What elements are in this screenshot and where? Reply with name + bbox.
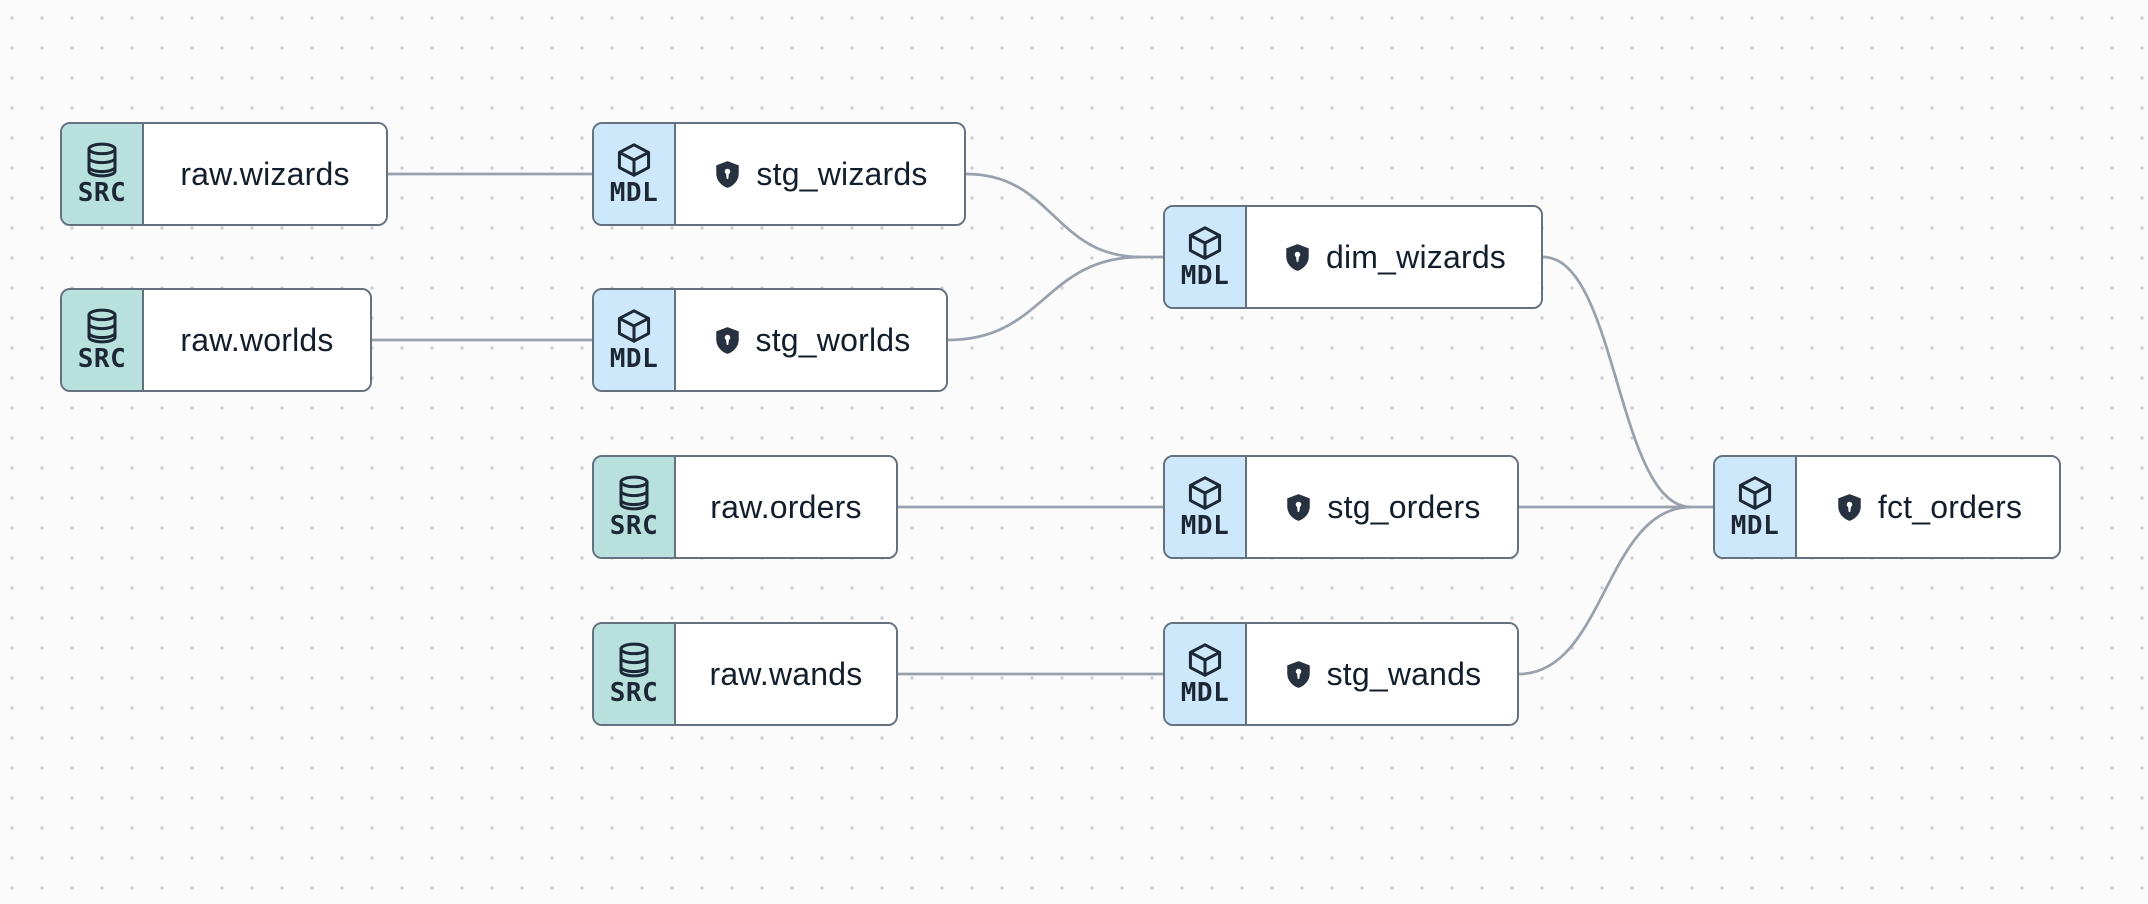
node-label: raw.wands: [709, 655, 863, 692]
node-body: stg_wands: [1247, 624, 1517, 724]
lineage-node-stg-wizards[interactable]: MDL stg_wizards: [592, 122, 966, 226]
lineage-edge: [947, 255, 1142, 342]
node-label: stg_wizards: [756, 155, 928, 192]
cube-icon: [615, 141, 653, 179]
node-type-label: MDL: [609, 177, 659, 208]
shield-lock-icon: [1834, 492, 1865, 523]
database-icon: [83, 307, 121, 345]
database-icon: [615, 641, 653, 679]
node-type-label: MDL: [1180, 677, 1230, 708]
node-type-badge: MDL: [1715, 457, 1797, 557]
node-type-badge: SRC: [594, 624, 676, 724]
lineage-node-dim-wizards[interactable]: MDL dim_wizards: [1163, 205, 1543, 309]
lineage-node-raw-orders[interactable]: SRC raw.orders: [592, 455, 898, 559]
node-body: stg_wizards: [676, 124, 964, 224]
lineage-node-stg-worlds[interactable]: MDL stg_worlds: [592, 288, 948, 392]
node-type-badge: MDL: [1165, 624, 1247, 724]
node-body: stg_orders: [1247, 457, 1517, 557]
node-label: fct_orders: [1877, 488, 2023, 525]
lineage-node-stg-wands[interactable]: MDL stg_wands: [1163, 622, 1519, 726]
shield-lock-icon: [712, 325, 743, 356]
node-body: raw.orders: [676, 457, 896, 557]
database-icon: [615, 474, 653, 512]
lineage-node-raw-worlds[interactable]: SRC raw.worlds: [60, 288, 372, 392]
node-type-label: SRC: [609, 510, 659, 541]
database-icon: [83, 141, 121, 179]
shield-lock-icon: [1282, 242, 1313, 273]
cube-icon: [1736, 474, 1774, 512]
node-label: stg_orders: [1327, 488, 1481, 525]
node-label: stg_wands: [1326, 655, 1482, 692]
lineage-edge: [1542, 255, 1692, 509]
lineage-node-raw-wands[interactable]: SRC raw.wands: [592, 622, 898, 726]
node-type-label: SRC: [77, 343, 127, 374]
node-type-badge: MDL: [1165, 457, 1247, 557]
shield-lock-icon: [1283, 659, 1314, 690]
shield-lock-icon: [1283, 492, 1314, 523]
node-body: fct_orders: [1797, 457, 2059, 557]
cube-icon: [1186, 474, 1224, 512]
lineage-edge: [1518, 505, 1692, 676]
lineage-node-raw-wizards[interactable]: SRC raw.wizards: [60, 122, 388, 226]
node-label: raw.wizards: [180, 155, 350, 192]
node-label: stg_worlds: [755, 321, 911, 358]
node-type-label: SRC: [609, 677, 659, 708]
node-type-label: SRC: [77, 177, 127, 208]
node-label: dim_wizards: [1325, 238, 1507, 275]
node-type-label: MDL: [609, 343, 659, 374]
node-body: stg_worlds: [676, 290, 946, 390]
node-body: raw.wizards: [144, 124, 386, 224]
node-body: raw.wands: [676, 624, 896, 724]
node-type-badge: MDL: [1165, 207, 1247, 307]
node-type-badge: SRC: [62, 290, 144, 390]
lineage-node-stg-orders[interactable]: MDL stg_orders: [1163, 455, 1519, 559]
node-label: raw.worlds: [180, 321, 334, 358]
cube-icon: [1186, 224, 1224, 262]
node-type-badge: MDL: [594, 290, 676, 390]
node-type-label: MDL: [1180, 510, 1230, 541]
node-type-badge: SRC: [594, 457, 676, 557]
cube-icon: [1186, 641, 1224, 679]
node-label: raw.orders: [710, 488, 862, 525]
node-type-label: MDL: [1730, 510, 1780, 541]
node-type-badge: SRC: [62, 124, 144, 224]
lineage-node-fct-orders[interactable]: MDL fct_orders: [1713, 455, 2061, 559]
lineage-edge: [965, 172, 1142, 259]
node-body: dim_wizards: [1247, 207, 1541, 307]
node-body: raw.worlds: [144, 290, 370, 390]
cube-icon: [615, 307, 653, 345]
shield-lock-icon: [712, 159, 743, 190]
node-type-badge: MDL: [594, 124, 676, 224]
node-type-label: MDL: [1180, 260, 1230, 291]
